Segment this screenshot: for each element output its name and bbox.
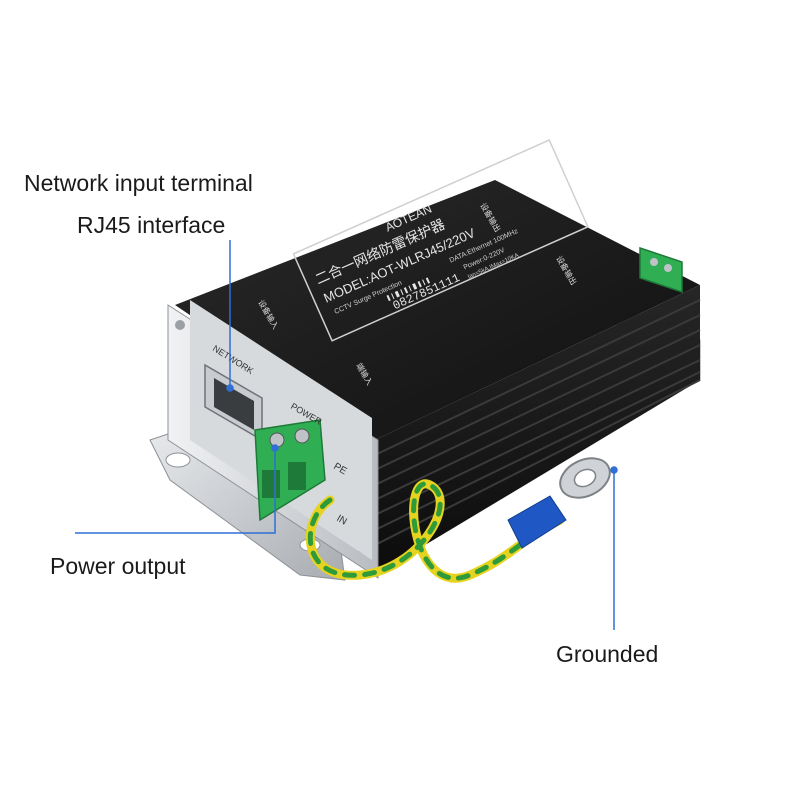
housing-top [175,180,700,440]
housing-side [375,285,700,575]
barcode [386,277,431,302]
screw [175,320,185,330]
ring-lug [507,457,611,549]
network-input-callout: Network input terminal [24,170,253,196]
rear-terminal-block [639,246,683,294]
callout-lines [75,240,618,630]
bracket-hole [165,452,191,468]
power-callout-line [75,448,276,534]
ground-wire [305,479,565,583]
ground-callout-dot [610,466,618,474]
power-callout-dot [271,444,279,452]
rj45-callout: RJ45 interface [77,212,226,238]
rj45-callout-dot [226,384,234,392]
in-port-label: IN [335,513,349,528]
grounded-callout: Grounded [556,641,659,667]
power-output-callout: Power output [50,553,186,579]
